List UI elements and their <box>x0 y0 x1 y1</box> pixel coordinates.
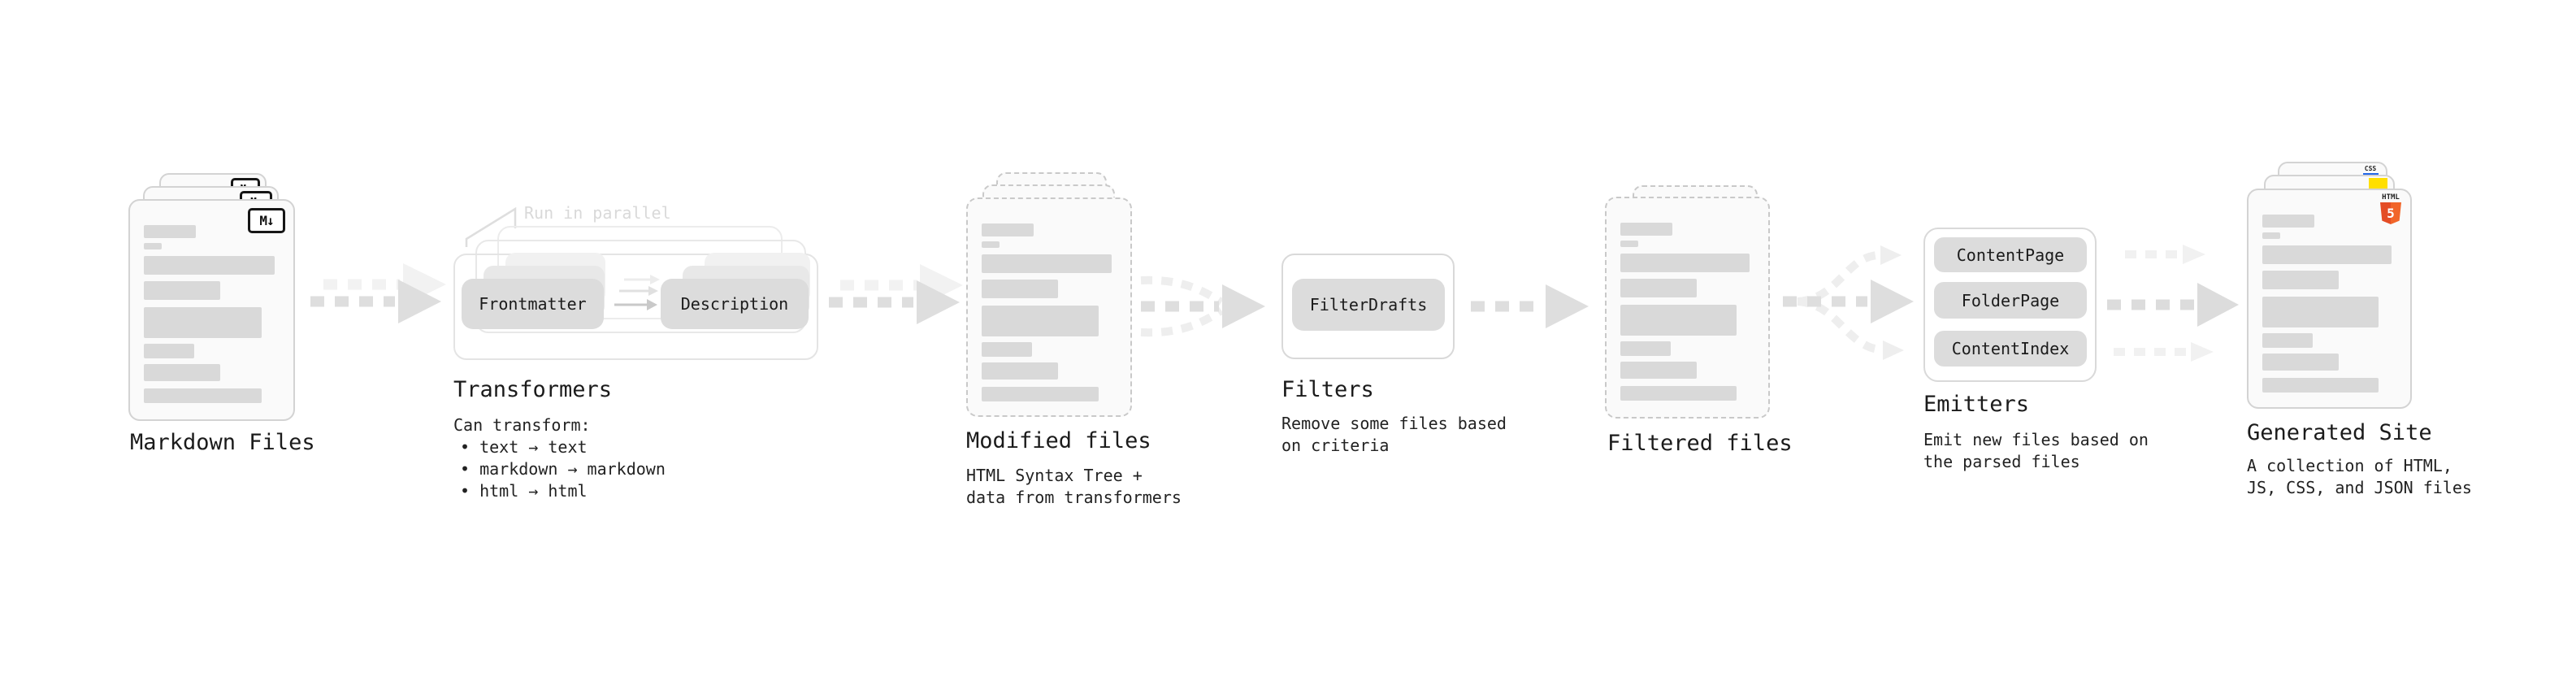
filterdrafts-chip: FilterDrafts <box>1292 279 1445 331</box>
run-in-parallel-label: Run in parallel <box>524 203 671 223</box>
modified-files-desc: HTML Syntax Tree + data from transformer… <box>966 466 1182 507</box>
arrow-emitters-to-site-middle <box>2107 283 2239 327</box>
placeholder-bar <box>144 243 163 249</box>
placeholder-bar <box>982 362 1058 380</box>
placeholder-bar <box>2262 215 2314 228</box>
placeholder-bar <box>2262 333 2313 348</box>
converge-curve-bottom <box>1140 306 1224 337</box>
placeholder-bar <box>1620 254 1750 272</box>
placeholder-bar <box>1620 279 1697 297</box>
placeholder-bar <box>144 364 221 381</box>
modified-card-front <box>966 197 1132 417</box>
arrow-head <box>1546 284 1589 328</box>
transformers-bullet-item: • text → text <box>460 437 588 457</box>
placeholder-bar <box>2262 245 2392 264</box>
placeholder-bar <box>144 388 262 403</box>
transformers-bullet-item: • markdown → markdown <box>460 459 666 479</box>
arrow-head <box>2197 283 2239 327</box>
arrow-emitters-to-site-top <box>2125 245 2205 264</box>
chip-arrow-head <box>648 286 658 296</box>
placeholder-bar <box>144 225 197 238</box>
arrow-modified-to-filters <box>1140 275 1265 337</box>
diverge-curve-bottom <box>1797 297 1880 354</box>
placeholder-bar <box>1620 223 1672 236</box>
placeholder-bar <box>1620 241 1638 247</box>
placeholder-bar <box>2262 232 2280 239</box>
placeholder-bar <box>982 223 1034 236</box>
arrow-markdown-to-transformers <box>310 280 441 323</box>
placeholder-bar <box>144 307 262 338</box>
filtered-card-front <box>1605 197 1770 419</box>
transformers-bullet-item: • html → html <box>460 481 588 501</box>
arrow-head <box>2191 342 2214 362</box>
description-chip: Description <box>661 279 809 329</box>
arrow-filtered-to-emitters <box>1783 245 1914 360</box>
placeholder-bar <box>144 256 275 275</box>
placeholder-bar <box>982 306 1099 336</box>
generated-site-title: Generated Site <box>2247 420 2432 445</box>
css-badge-label: CSS <box>2364 165 2377 172</box>
placeholder-bar <box>2262 297 2379 327</box>
filters-title: Filters <box>1281 377 1374 402</box>
placeholder-bar <box>1620 305 1737 336</box>
run-in-parallel-leader-line <box>465 206 517 247</box>
arrow-transformers-to-modified <box>829 280 960 324</box>
placeholder-bar <box>982 280 1058 298</box>
arrow-head <box>1871 280 1914 323</box>
arrow-head-top <box>1880 245 1902 265</box>
arrow-head <box>1222 284 1265 328</box>
html5-logo-numeral: 5 <box>2387 205 2395 221</box>
placeholder-bar <box>982 254 1112 273</box>
placeholder-bar <box>1620 341 1671 356</box>
placeholder-bar <box>144 281 221 300</box>
chip-arrow-ghost2 <box>619 286 658 296</box>
transformer-box-front <box>453 254 818 360</box>
modified-files-title: Modified files <box>966 428 1151 453</box>
placeholder-bar <box>1620 386 1737 401</box>
placeholder-bar <box>2262 271 2339 289</box>
contentindex-chip: ContentIndex <box>1934 331 2087 367</box>
contentpage-chip: ContentPage <box>1934 237 2087 272</box>
js-badge-icon <box>2369 178 2387 189</box>
chip-arrow-head <box>647 299 657 310</box>
markdown-files-title: Markdown Files <box>130 430 315 455</box>
arrow-emitters-to-site-bottom <box>2114 342 2214 362</box>
arrow-head <box>398 280 441 323</box>
frontmatter-chip: Frontmatter <box>462 279 604 329</box>
html5-logo-shield: 5 <box>2380 202 2401 224</box>
chip-arrow-ghost3 <box>624 275 660 284</box>
filters-desc: Remove some files based on criteria <box>1281 414 1507 455</box>
converge-curve-top <box>1140 275 1224 306</box>
arrow-head <box>2183 245 2205 264</box>
transformers-title: Transformers <box>453 377 613 402</box>
site-card-front: HTML 5 <box>2247 189 2412 409</box>
emitters-title: Emitters <box>1923 392 2030 417</box>
placeholder-bar <box>1620 362 1697 379</box>
diverge-curve-top <box>1797 251 1878 306</box>
chip-arrow-head <box>650 275 660 284</box>
placeholder-bar <box>982 241 1000 248</box>
markdown-logo-icon: M↓ <box>248 208 285 233</box>
transformers-desc-heading: Can transform: <box>453 415 591 435</box>
generated-site-desc: A collection of HTML, JS, CSS, and JSON … <box>2247 456 2472 497</box>
html5-logo-word: HTML <box>2382 193 2400 202</box>
transformers-bullet-list: • text → text • markdown → markdown • ht… <box>460 436 666 502</box>
emitters-desc: Emit new files based on the parsed files <box>1923 430 2149 471</box>
markdown-card-front: M↓ <box>128 199 295 421</box>
arrow-filters-to-filtered <box>1471 284 1589 328</box>
placeholder-bar <box>144 344 195 358</box>
placeholder-bar <box>982 342 1032 357</box>
filtered-files-title: Filtered files <box>1607 431 1793 456</box>
placeholder-bar <box>982 387 1099 401</box>
chip-arrow-front <box>614 299 657 310</box>
arrow-head-bottom <box>1883 340 1904 360</box>
placeholder-bar <box>2262 354 2339 371</box>
placeholder-bar <box>2262 378 2379 393</box>
folderpage-chip: FolderPage <box>1934 282 2087 319</box>
html5-logo-icon: HTML 5 <box>2379 194 2402 224</box>
arrow-head <box>917 280 960 324</box>
